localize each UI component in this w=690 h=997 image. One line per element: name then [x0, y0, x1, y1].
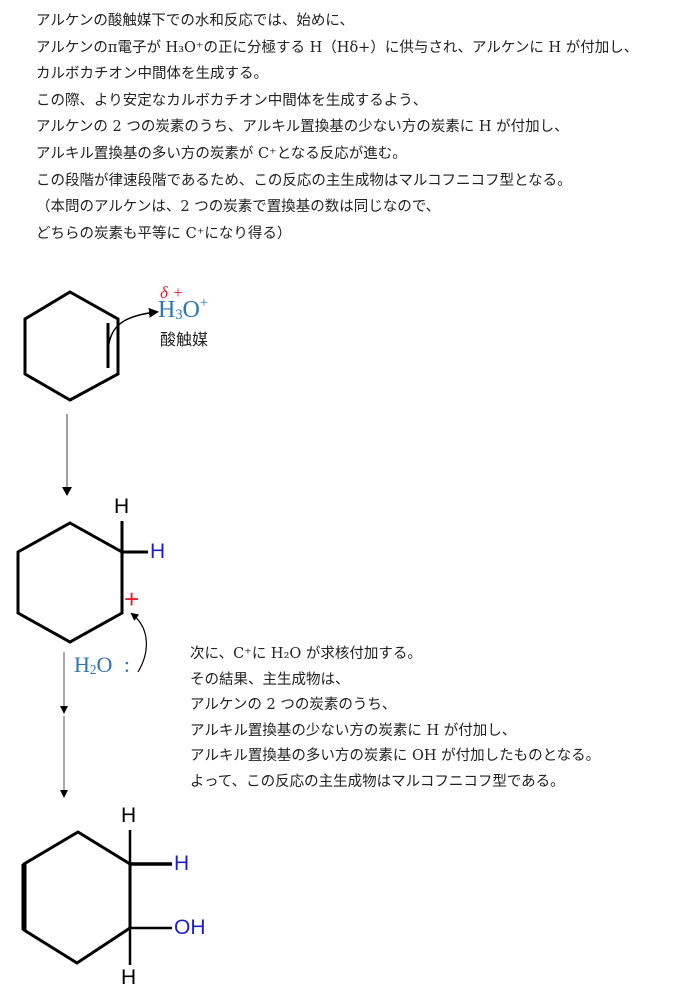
intro-line: アルケンの酸触媒下での水和反応では、始めに、 [36, 13, 354, 29]
h3o-h: H [158, 297, 176, 323]
h3o-charge: + [199, 294, 209, 311]
water-h: H [74, 652, 90, 677]
intro-line: アルケンのπ電子が H₃O⁺の正に分極する H（Hδ+）に供与され、アルケンに … [36, 39, 639, 56]
intro-line: どちらの炭素も平等に C⁺になり得る） [36, 225, 292, 242]
lone-pair: : [123, 652, 130, 677]
h3o-o: O [182, 297, 200, 323]
intro-line: この段階が律速段階であるため、この反応の主生成物はマルコフニコフ型となる。 [36, 172, 572, 189]
delta-plus-label: δ + [160, 283, 184, 302]
nucleophile-arrow-icon [130, 612, 147, 673]
intro-line: カルボカチオン中間体を生成する。 [36, 66, 268, 83]
arrow-head-icon [60, 706, 68, 714]
intro-paragraph: アルケンの酸触媒下での水和反応では、始めに、 アルケンのπ電子が H₃O⁺の正に… [36, 8, 638, 247]
water-subscript: 2 [89, 661, 97, 677]
h3o-subscript: 3 [175, 307, 183, 324]
water-o: O [96, 652, 113, 677]
cyclohexanol-structure [21, 830, 172, 965]
intro-line: （本問のアルケンは、2 つの炭素で置換基の数は同じなので、 [36, 199, 441, 216]
arrow-head-icon [62, 487, 72, 496]
explain-line: アルケンの 2 つの炭素のうち、 [190, 697, 397, 713]
intro-line: アルケンの 2 つの炭素のうち、アルキル置換基の少ない方の炭素に H が付加し、 [36, 119, 569, 136]
product-h-added-label: H [174, 852, 190, 875]
cyclohexene-structure [23, 290, 120, 402]
curved-arrow-icon [107, 307, 159, 351]
intro-line: この際、より安定なカルボカチオン中間体を生成するよう、 [36, 92, 428, 109]
product-h-bottom-label: H [121, 966, 137, 989]
explain-line: よって、この反応の主生成物はマルコフニコフ型である。 [190, 773, 565, 790]
explain-line: アルキル置換基の多い方の炭素に OH が付加したものとなる。 [190, 748, 601, 764]
acid-catalyst-label: 酸触媒 [160, 330, 209, 349]
carbocation-charge: + [124, 584, 140, 614]
explain-line: アルキル置換基の少ない方の炭素に H が付加し、 [190, 722, 517, 739]
explanation-paragraph: 次に、C⁺に H₂O が求核付加する。 その結果、主生成物は、 アルケンの 2 … [190, 642, 600, 795]
explain-line: その結果、主生成物は、 [190, 671, 350, 688]
arrow-head-icon [60, 790, 68, 798]
intro-line: アルキル置換基の多い方の炭素が C⁺となる反応が進む。 [36, 145, 407, 162]
explain-line: 次に、C⁺に H₂O が求核付加する。 [190, 646, 422, 662]
product-oh-label: OH [174, 916, 206, 939]
h-added-label: H [150, 540, 166, 563]
carbocation-structure [16, 521, 148, 644]
h3o-plus-label: H3O+ [158, 296, 208, 329]
product-h-top-label: H [121, 804, 137, 827]
h-top-label: H [114, 495, 130, 518]
water-nucleophile-label: H2O : [74, 652, 130, 678]
